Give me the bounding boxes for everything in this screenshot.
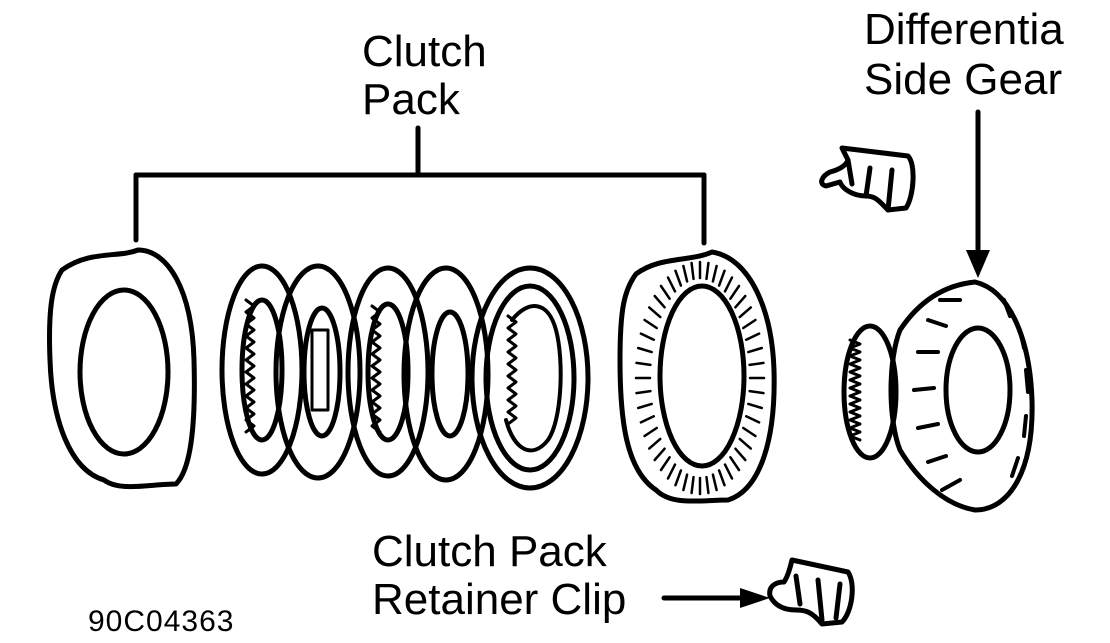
spring-tick (639, 332, 656, 341)
spring-tick (643, 318, 658, 330)
spring-tick (639, 415, 656, 424)
spring-tick (647, 437, 662, 450)
spring-tick (738, 306, 753, 319)
spring-tick (747, 402, 764, 410)
spring-tick (744, 332, 761, 341)
spring-tick (659, 456, 671, 472)
spring-tick (723, 463, 734, 480)
spring-tick (742, 318, 757, 330)
spring-tick (717, 269, 726, 287)
retainer-clip-label-line2: Retainer Clip (372, 575, 627, 624)
spring-tick (742, 426, 757, 438)
spring-tick (711, 264, 718, 283)
clutch-disc-icon (345, 265, 431, 479)
retainer-clip-icon (767, 557, 855, 627)
clutch-plate-icon (401, 265, 491, 483)
spring-tick (674, 269, 683, 287)
spring-tick (653, 294, 666, 309)
spring-tick (744, 415, 761, 424)
spring-tick (682, 473, 689, 492)
spring-tick (635, 361, 652, 367)
spring-tick (729, 456, 741, 472)
spring-tick (748, 361, 765, 367)
spring-tick (674, 469, 683, 487)
spring-tick (723, 276, 734, 293)
shim-washer-icon (47, 247, 197, 490)
retainer-clip-arrow (661, 588, 770, 608)
spring-tick (682, 264, 689, 283)
spring-tick (647, 306, 662, 319)
clutch-pack-label-line2: Pack (362, 75, 460, 124)
clutch-plate-icon (273, 263, 363, 481)
spring-tick (717, 469, 726, 487)
spring-tick (659, 284, 671, 300)
spring-tick (711, 473, 718, 492)
spring-tick (747, 346, 764, 354)
spring-tick (748, 389, 765, 395)
spring-tick (635, 389, 652, 395)
clutch-pack-label-line1: Clutch (362, 27, 487, 76)
belleville-spring-icon (617, 249, 777, 504)
retainer-clip-label-line1: Clutch Pack (372, 527, 607, 576)
clutch-disc-icon (469, 265, 591, 491)
spring-tick (636, 402, 653, 410)
spring-tick (734, 294, 747, 309)
spring-tick (734, 447, 747, 462)
figure-code: 90C04363 (88, 605, 235, 638)
side-gear-arrow (966, 109, 990, 278)
spring-tick (643, 426, 658, 438)
side-gear-icon (841, 279, 1035, 513)
side-gear-label-line2: Side Gear (864, 55, 1063, 104)
side-gear-label-line1: Differentia (864, 5, 1064, 54)
spring-tick (690, 261, 695, 281)
spring-tick (705, 261, 710, 281)
retainer-clip-icon (819, 145, 916, 213)
spring-tick (666, 276, 677, 293)
clutch-pack-bracket (133, 125, 707, 246)
spring-tick (666, 463, 677, 480)
spring-tick (653, 447, 666, 462)
spring-tick (729, 284, 741, 300)
spring-tick (738, 437, 753, 450)
spring-tick (705, 475, 710, 495)
spring-tick (690, 475, 695, 495)
spring-tick (636, 346, 653, 354)
